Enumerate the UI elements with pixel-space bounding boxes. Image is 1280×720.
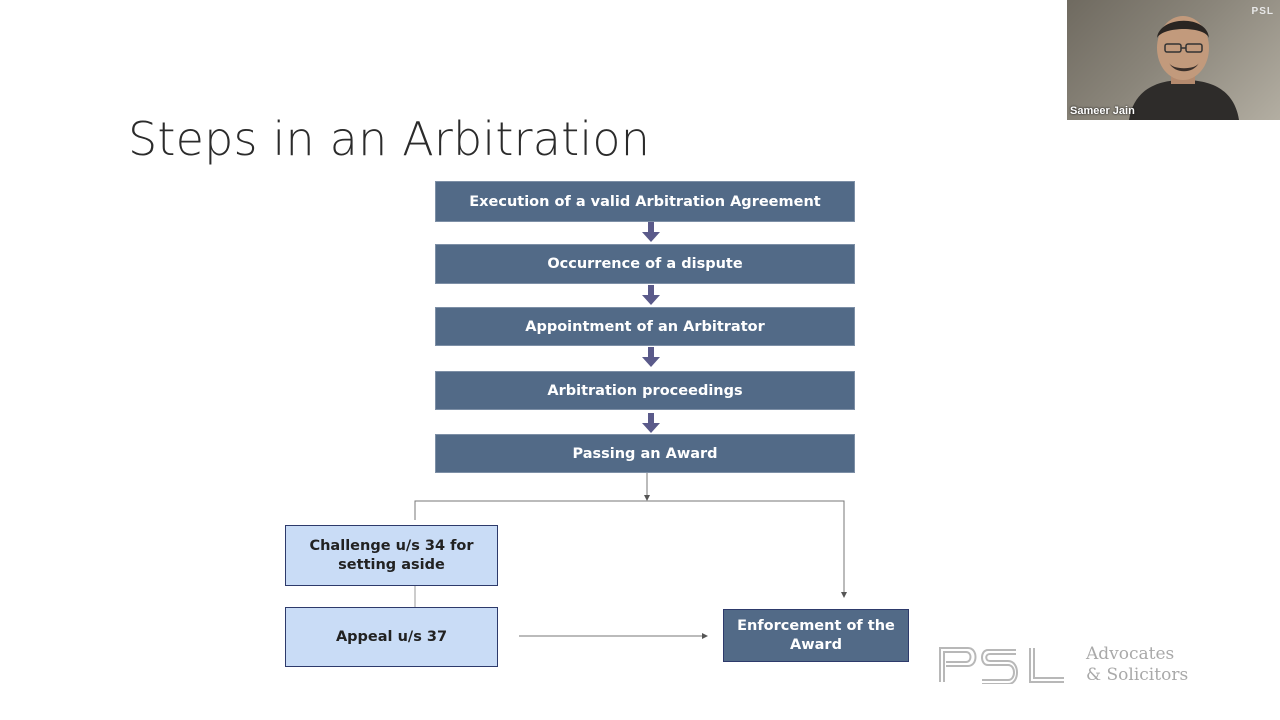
appeal-box: Appeal u/s 37 [285,607,498,667]
psl-tagline-line1: Advocates [1086,644,1175,664]
psl-tagline: Advocates & Solicitors [1086,644,1188,686]
participant-video-tile[interactable]: PSL Sameer Jain [1067,0,1280,120]
step-passing-award: Passing an Award [435,434,855,473]
step-occurrence-dispute: Occurrence of a dispute [435,244,855,284]
challenge-box: Challenge u/s 34 for setting aside [285,525,498,586]
enforcement-box: Enforcement of the Award [723,609,909,662]
slide-title: Steps in an Arbitration [128,112,651,166]
down-arrow-icon [642,222,660,242]
psl-tagline-line2: & Solicitors [1086,665,1189,685]
psl-logo-mark [939,647,1064,684]
psl-logo: Advocates & Solicitors [938,640,1208,690]
step-execution-agreement: Execution of a valid Arbitration Agreeme… [435,181,855,222]
tile-logo: PSL [1251,6,1274,17]
down-arrow-icon [642,413,660,433]
step-appointment-arbitrator: Appointment of an Arbitrator [435,307,855,346]
participant-name-label: Sameer Jain [1070,105,1135,117]
step-arbitration-proceedings: Arbitration proceedings [435,371,855,410]
down-arrow-icon [642,285,660,305]
down-arrow-icon [642,347,660,367]
participant-video-image [1129,16,1239,120]
